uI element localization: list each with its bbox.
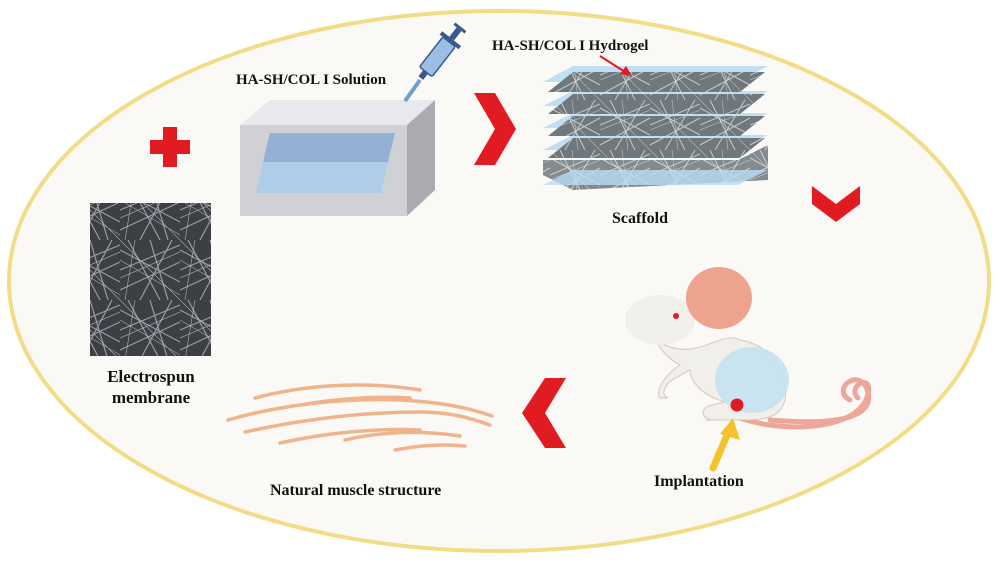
solution-label: HA-SH/COL I Solution (236, 72, 387, 88)
scaffold-label: Scaffold (612, 210, 668, 227)
chevron-arrow-icon (474, 93, 516, 165)
muscle-fibers (226, 383, 494, 452)
chevron-arrow-icon (812, 186, 860, 222)
chevron-arrow-icon (522, 378, 566, 448)
hydrogel-pointer (599, 55, 626, 73)
implantation-pointer (709, 418, 740, 472)
electrospun-membrane-image (90, 203, 211, 356)
hydrogel-label: HA-SH/COL I Hydrogel (492, 38, 649, 54)
electrospun-label: Electrospun membrane (107, 367, 195, 407)
solution-box (240, 100, 435, 216)
plus-icon (150, 127, 190, 167)
mouse-icon (625, 267, 872, 430)
scaffold-stack (543, 66, 768, 190)
syringe-icon (403, 22, 467, 103)
hydrogel-pointer-head (620, 66, 632, 76)
implantation-label: Implantation (654, 473, 744, 490)
muscle-label: Natural muscle structure (270, 482, 442, 499)
